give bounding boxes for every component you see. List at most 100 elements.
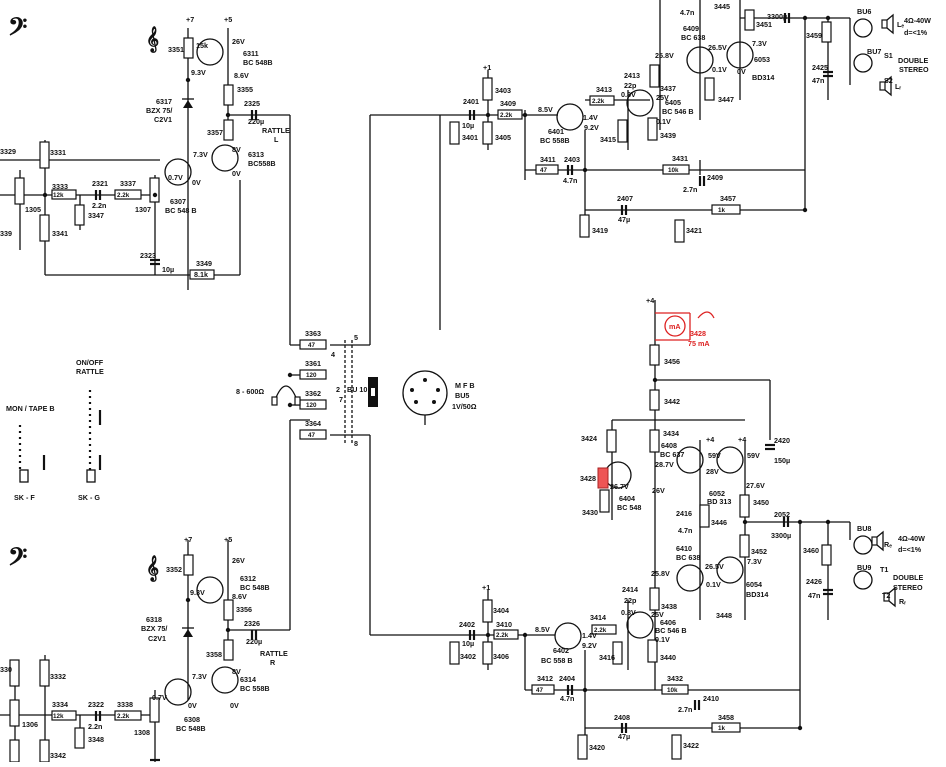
label-3413: 3413 bbox=[596, 85, 612, 94]
transistor-icon bbox=[716, 556, 744, 584]
label-2-7n: 2.7n bbox=[683, 185, 697, 194]
label-3428: 3428 bbox=[580, 474, 596, 483]
label-pin4: 4 bbox=[331, 350, 335, 359]
label-2420: 2420 bbox=[774, 436, 790, 445]
label-0-7v: 0.7V bbox=[168, 173, 183, 182]
label-26-5v-b: 26.5V bbox=[705, 562, 724, 571]
label-2404: 2404 bbox=[559, 674, 575, 683]
value-2-2k: 2.2k bbox=[117, 192, 130, 199]
label-bu9: BU9 bbox=[857, 563, 871, 572]
label-v1b: +1 bbox=[482, 583, 490, 592]
label-3300u-b: 3300µ bbox=[771, 531, 791, 540]
label-2413: 2413 bbox=[624, 71, 640, 80]
label-c2v1: C2V1 bbox=[154, 115, 172, 124]
label-3409: 3409 bbox=[500, 99, 516, 108]
value-2-2k-c: 2.2k bbox=[592, 98, 605, 105]
label-3355: 3355 bbox=[237, 85, 253, 94]
label-6054: 6054 bbox=[746, 580, 762, 589]
transistor-icon bbox=[626, 611, 654, 639]
label-3445: 3445 bbox=[714, 2, 730, 11]
label-3402: 3402 bbox=[460, 652, 476, 661]
label-3439: 3439 bbox=[660, 131, 676, 140]
label-v7b: +7 bbox=[184, 535, 192, 544]
label-2409: 2409 bbox=[707, 173, 723, 182]
label-bzx75-b: BZX 75/ bbox=[141, 624, 167, 633]
label-4-7n-c: 4.7n bbox=[678, 526, 692, 535]
label-28-7v: 28.7V bbox=[655, 460, 674, 469]
label-bc548b-b: BC 548B bbox=[240, 583, 270, 592]
label-3332: 3332 bbox=[50, 672, 66, 681]
label-2410: 2410 bbox=[703, 694, 719, 703]
treble-clef-icon: 𝄞 bbox=[146, 25, 159, 53]
label-6402: 6402 bbox=[553, 646, 569, 655]
label-bc558b-d: BC 558B bbox=[240, 684, 270, 693]
headphone-icon bbox=[271, 385, 301, 406]
label-3401: 3401 bbox=[462, 133, 478, 142]
label-rattle: RATTLE bbox=[262, 126, 290, 135]
label-4ohm-40w-b: 4Ω-40W bbox=[898, 534, 925, 543]
label-7-3v-b: 7.3V bbox=[752, 39, 767, 48]
label-22p: 22p bbox=[624, 81, 637, 90]
label-3358: 3358 bbox=[206, 650, 222, 659]
label-pin2: 2 bbox=[336, 385, 340, 394]
zener-diode-icon bbox=[183, 629, 193, 637]
label-0v-d: 0V bbox=[230, 701, 239, 710]
label-47u: 47µ bbox=[618, 215, 630, 224]
label-220u: 220µ bbox=[248, 117, 264, 126]
label-339: 339 bbox=[0, 229, 12, 238]
label-2-2n-b: 2.2n bbox=[88, 722, 102, 731]
label-25-8v-b: 25.8V bbox=[651, 569, 670, 578]
label-3432: 3432 bbox=[667, 674, 683, 683]
label-8-6v-b: 8.6V bbox=[232, 592, 247, 601]
din-socket-icon bbox=[402, 370, 448, 425]
ammeter-icon bbox=[655, 311, 715, 341]
label-28v: 28V bbox=[706, 467, 719, 476]
label-0v: 0V bbox=[232, 169, 241, 178]
label-3338: 3338 bbox=[117, 700, 133, 709]
speaker-socket-icon bbox=[853, 18, 873, 590]
label-headphone-impedance: 8 - 600Ω bbox=[236, 387, 264, 396]
label-3460: 3460 bbox=[803, 546, 819, 555]
resistor-bodies bbox=[9, 9, 832, 763]
label-3356: 3356 bbox=[236, 605, 252, 614]
label-3411: 3411 bbox=[540, 155, 556, 164]
label-3459: 3459 bbox=[806, 31, 822, 40]
label-v7a: +7 bbox=[186, 15, 194, 24]
label-59v: 59V bbox=[708, 451, 721, 460]
transistor-icon bbox=[211, 144, 239, 172]
value-120-b: 120 bbox=[306, 402, 317, 409]
label-3363: 3363 bbox=[305, 329, 321, 338]
label-3434: 3434 bbox=[663, 429, 679, 438]
label-2326: 2326 bbox=[244, 619, 260, 628]
label-2425: 2425 bbox=[812, 63, 828, 72]
label-8-5v: 8.5V bbox=[538, 105, 553, 114]
label-8-5v-b: 8.5V bbox=[535, 625, 550, 634]
label-8-6v: 8.6V bbox=[234, 71, 249, 80]
switch-diagram bbox=[18, 390, 102, 483]
label-27-6v: 27.6V bbox=[746, 481, 765, 490]
label-0-7v-b: 0.7V bbox=[152, 693, 167, 702]
label-3362: 3362 bbox=[305, 389, 321, 398]
value-1k-b: 1k bbox=[718, 725, 726, 732]
value-47-c: 47 bbox=[308, 432, 316, 439]
label-rattle-switch: RATTLE bbox=[76, 367, 104, 376]
label-0-1v-c: 0.1V bbox=[706, 580, 721, 589]
label-3421: 3421 bbox=[686, 226, 702, 235]
transistor-icon bbox=[554, 622, 582, 650]
label-1-4v: 1.4V bbox=[583, 113, 598, 122]
label-bc638: BC 638 bbox=[681, 33, 705, 42]
label-3457: 3457 bbox=[720, 194, 736, 203]
label-double: DOUBLE bbox=[898, 56, 929, 65]
label-3446: 3446 bbox=[711, 518, 727, 527]
label-rattle-b: RATTLE bbox=[260, 649, 288, 658]
label-2-2n: 2.2n bbox=[92, 201, 106, 210]
label-3361: 3361 bbox=[305, 359, 321, 368]
transistor-icon bbox=[196, 576, 224, 604]
label-6404: 6404 bbox=[619, 494, 635, 503]
loudspeaker-icon bbox=[871, 13, 896, 608]
label-0-8v: 0.8V bbox=[621, 90, 636, 99]
label-mfb: M F B bbox=[455, 381, 475, 390]
label-3333: 3333 bbox=[52, 182, 68, 191]
label-distortion: d=<1% bbox=[904, 28, 928, 37]
